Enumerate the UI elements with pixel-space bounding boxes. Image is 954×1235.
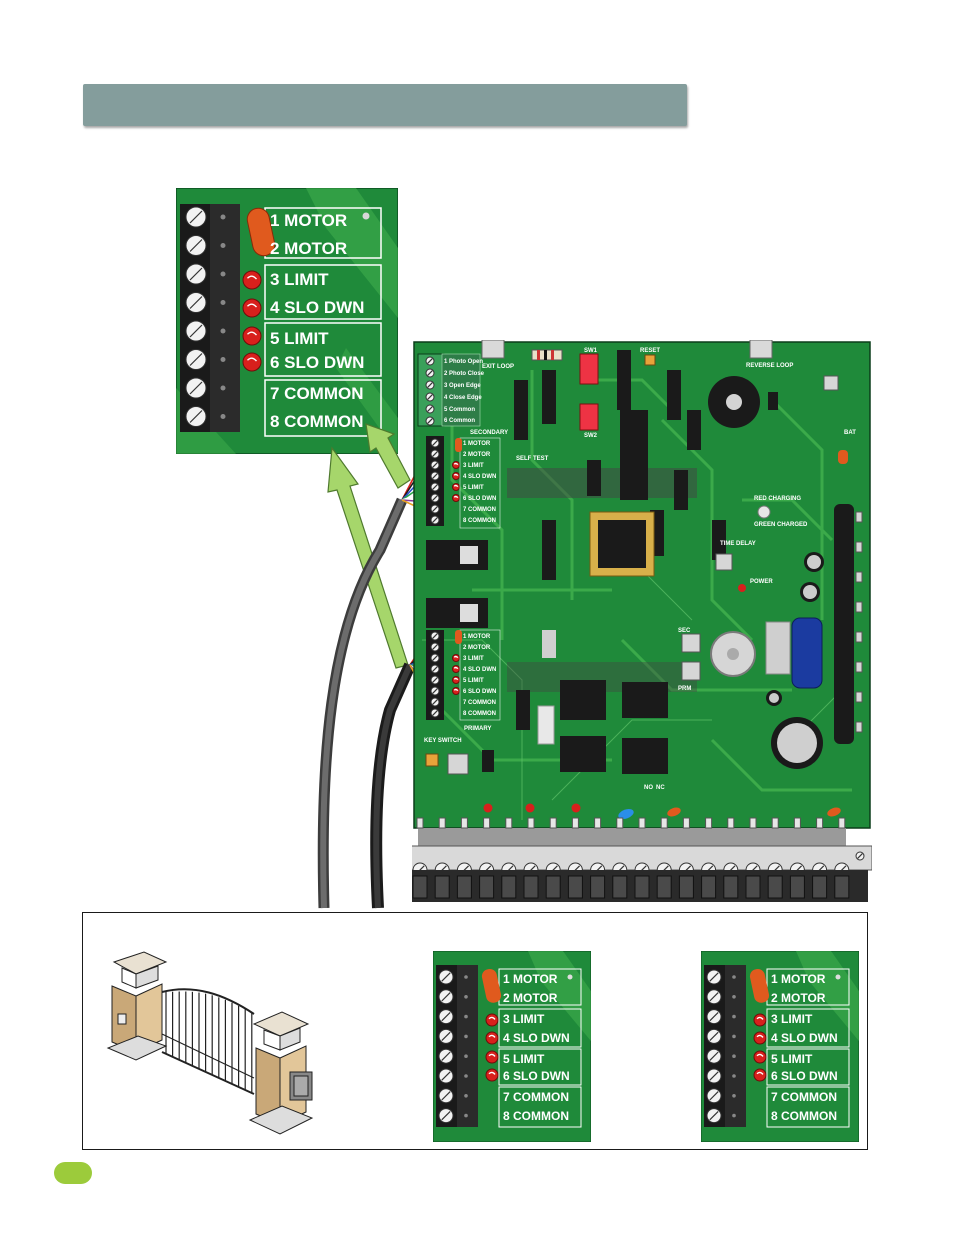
board-terminal-label: 7 COMMON: [463, 507, 496, 513]
terminal-label-5: 5 LIMIT: [270, 329, 329, 348]
small2-label-6: 6 SLO DWN: [771, 1069, 838, 1083]
board-terminal-label: 2 MOTOR: [463, 645, 491, 651]
prm-label: PRM: [678, 686, 691, 692]
accessory-label-3: 3 Open Edge: [444, 383, 481, 389]
small2-label-3: 3 LIMIT: [771, 1012, 813, 1026]
board-terminal-label: 5 LIMIT: [463, 678, 484, 684]
small1-label-4: 4 SLO DWN: [503, 1031, 570, 1045]
board-terminal-label: 2 MOTOR: [463, 452, 491, 458]
capacitor-icon: [246, 207, 276, 257]
terminal-label-4: 4 SLO DWN: [270, 298, 364, 317]
exit-loop-label: EXIT LOOP: [482, 364, 514, 370]
reset-label: RESET: [640, 348, 660, 354]
reset-button[interactable]: [644, 354, 656, 366]
time-delay-label: TIME DELAY: [720, 541, 756, 547]
red-charging-label: RED CHARGING: [754, 496, 801, 502]
key-switch-label: KEY SWITCH: [424, 738, 462, 744]
accessory-label-4: 4 Close Edge: [444, 395, 482, 401]
board-terminal-label: 8 COMMON: [463, 711, 496, 717]
sw1-label: SW1: [584, 348, 598, 354]
small1-label-6: 6 SLO DWN: [503, 1069, 570, 1083]
board-terminal-label: 3 LIMIT: [463, 463, 484, 469]
board-terminal-label: 7 COMMON: [463, 700, 496, 706]
board-terminal-label: 3 LIMIT: [463, 656, 484, 662]
small1-label-7: 7 COMMON: [503, 1090, 569, 1104]
board-terminal-label: 1 MOTOR: [463, 441, 491, 447]
terminal-label-1: 1 MOTOR: [270, 211, 347, 230]
terminal-label-7: 7 COMMON: [270, 384, 364, 403]
small2-label-2: 2 MOTOR: [771, 991, 826, 1005]
small1-label-1: 1 MOTOR: [503, 972, 558, 986]
dip-switch-sw2[interactable]: [579, 403, 599, 431]
board-terminal-label: 5 LIMIT: [463, 485, 484, 491]
small2-label-8: 8 COMMON: [771, 1109, 837, 1123]
small1-label-8: 8 COMMON: [503, 1109, 569, 1123]
accessory-label-1: 1 Photo Open: [444, 359, 483, 365]
board-terminal-label: 4 SLO DWN: [463, 667, 496, 673]
small1-label-3: 3 LIMIT: [503, 1012, 545, 1026]
terminal-panel-small-2: 1 MOTOR 2 MOTOR 3 LIMIT 4 SLO DWN 5 LIMI…: [701, 951, 859, 1142]
terminal-label-3: 3 LIMIT: [270, 270, 329, 289]
board-terminal-label: 6 SLO DWN: [463, 689, 496, 695]
callout-arrows: [327, 423, 411, 669]
small1-label-2: 2 MOTOR: [503, 991, 558, 1005]
terminal-screws: [185, 206, 226, 427]
terminal-closeup-panel: 1 MOTOR 2 MOTOR 3 LIMIT 4 SLO DWN 5 LIMI…: [176, 188, 398, 454]
accessory-label-5: 5 Common: [444, 407, 475, 413]
key-switch-button[interactable]: [425, 753, 439, 767]
gate-icon: [106, 951, 314, 1135]
terminal-label-6: 6 SLO DWN: [270, 353, 364, 372]
small2-label-7: 7 COMMON: [771, 1090, 837, 1104]
accessory-label-2: 2 Photo Close: [444, 371, 485, 377]
terminal-label-2: 2 MOTOR: [270, 239, 347, 258]
primary-label: PRIMARY: [464, 726, 491, 732]
reverse-loop-label: REVERSE LOOP: [746, 363, 793, 369]
sw2-label: SW2: [584, 433, 598, 439]
small2-label-5: 5 LIMIT: [771, 1052, 813, 1066]
small2-label-4: 4 SLO DWN: [771, 1031, 838, 1045]
small1-label-5: 5 LIMIT: [503, 1052, 545, 1066]
board-terminal-label: 1 MOTOR: [463, 634, 491, 640]
secondary-label: SECONDARY: [470, 430, 508, 436]
nc-label: NC: [656, 785, 665, 791]
terminal-label-8: 8 COMMON: [270, 412, 364, 431]
power-label: POWER: [750, 579, 773, 585]
self-test-label: SELF TEST: [516, 456, 549, 462]
dip-switch-sw1[interactable]: [579, 353, 599, 385]
title-bar: [83, 84, 687, 126]
board-terminal-label: 4 SLO DWN: [463, 474, 496, 480]
accessory-label-6: 6 Common: [444, 418, 475, 424]
page-tab: [54, 1162, 92, 1184]
small2-label-1: 1 MOTOR: [771, 972, 826, 986]
board-terminal-label: 8 COMMON: [463, 518, 496, 524]
control-board: EXIT LOOP REVERSE LOOP RESET SW1 SW2 1 P…: [412, 340, 872, 902]
green-charged-label: GREEN CHARGED: [754, 522, 808, 528]
bat-label: BAT: [844, 430, 856, 436]
board-terminal-label: 6 SLO DWN: [463, 496, 496, 502]
no-label: NO: [644, 785, 653, 791]
terminal-panel-small-1: 1 MOTOR 2 MOTOR 3 LIMIT 4 SLO DWN 5 LIMI…: [433, 951, 591, 1142]
sec-label: SEC: [678, 628, 691, 634]
